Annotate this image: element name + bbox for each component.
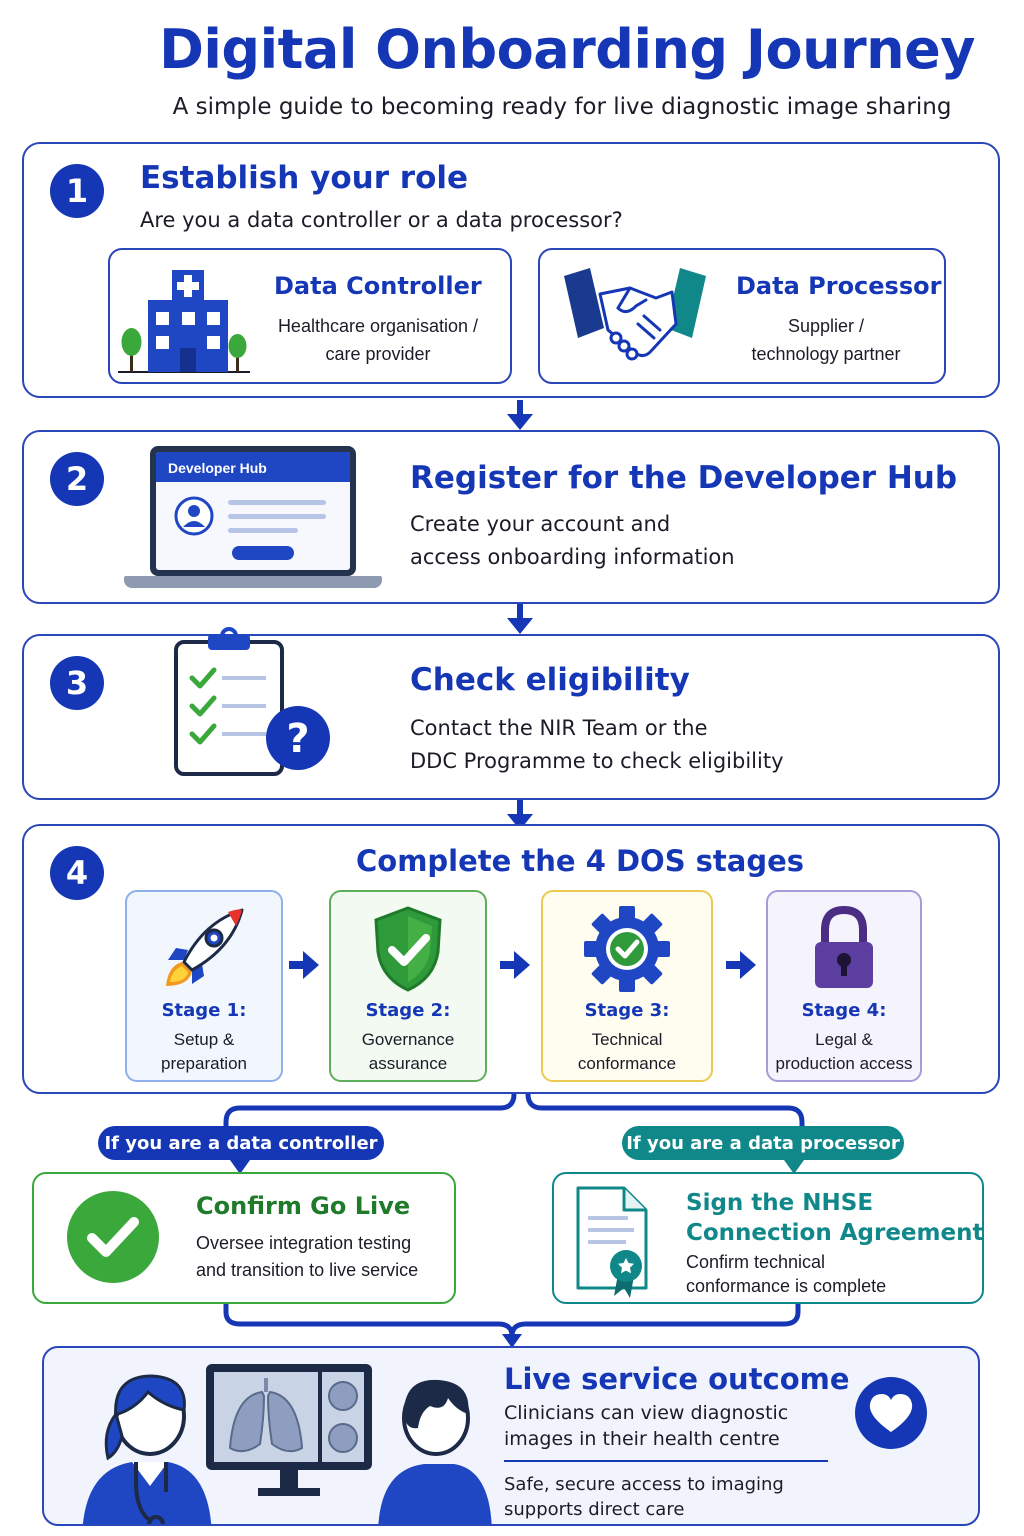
- arrow-right-icon: [500, 951, 530, 979]
- live-outcome-desc: Clinicians can view diagnostic images in…: [504, 1402, 789, 1450]
- stage-1-desc: Setup & preparation: [160, 1030, 247, 1073]
- data-processor-desc: Supplier / technology partner: [751, 316, 901, 364]
- step-4-number: 4: [50, 846, 104, 900]
- step-2-title: Register for the Developer Hub: [410, 460, 958, 496]
- stage-3-title: Stage 3:: [584, 1000, 670, 1021]
- page-title: Digital Onboarding Journey: [159, 18, 975, 81]
- processor-branch-pill: If you are a data processor: [622, 1126, 904, 1160]
- data-processor-title: Data Processor: [736, 272, 942, 300]
- xray-monitor-icon: [206, 1364, 372, 1496]
- handshake-icon: [564, 268, 706, 361]
- stage-3-card: Stage 3: Technical conformance: [541, 890, 713, 1082]
- clipboard-question-icon: ?: [174, 627, 330, 776]
- clinician-icon: [82, 1374, 212, 1524]
- arrow-down-icon: [507, 800, 533, 830]
- step-1-title: Establish your role: [140, 160, 469, 196]
- svg-text:?: ?: [286, 716, 309, 762]
- shield-check-icon: [374, 906, 442, 992]
- live-service-outcome-card: Live service outcome Clinicians can view…: [42, 1346, 980, 1526]
- page-subtitle: A simple guide to becoming ready for liv…: [172, 94, 952, 120]
- certificate-icon: [576, 1186, 648, 1298]
- arrow-down-icon: [784, 1160, 804, 1174]
- data-controller-title: Data Controller: [274, 272, 482, 300]
- sign-agreement-title: Sign the NHSE Connection Agreement: [686, 1190, 984, 1246]
- step-2-number: 2: [50, 452, 104, 506]
- stage-4-desc: Legal & production access: [775, 1030, 913, 1073]
- check-circle-icon: [67, 1191, 159, 1283]
- arrow-down-icon: [507, 400, 533, 430]
- heart-icon: [855, 1377, 927, 1449]
- sign-agreement-card: Sign the NHSE Connection Agreement Confi…: [552, 1172, 984, 1304]
- laptop-icon: Developer Hub: [124, 446, 382, 594]
- arrow-down-icon: [230, 1160, 250, 1174]
- rocket-icon: [166, 908, 244, 986]
- branch-connector: [223, 1094, 805, 1134]
- sign-agreement-desc: Confirm technical conformance is complet…: [686, 1252, 887, 1296]
- step-4-title: Complete the 4 DOS stages: [356, 844, 805, 878]
- data-controller-option[interactable]: Data Controller Healthcare organisation …: [108, 248, 512, 384]
- user-avatar-icon: [174, 496, 214, 536]
- live-outcome-title: Live service outcome: [504, 1362, 850, 1396]
- step-3-title: Check eligibility: [410, 662, 690, 698]
- step-3-card: 3 ? Check eligibility Contact the NIR Te…: [22, 627, 1000, 800]
- arrow-down-icon: [507, 604, 533, 634]
- data-controller-desc: Healthcare organisation / care provider: [277, 316, 479, 364]
- step-1-number: 1: [50, 164, 104, 218]
- step-1-question: Are you a data controller or a data proc…: [140, 208, 623, 232]
- stage-2-card: Stage 2: Governance assurance: [329, 890, 487, 1082]
- step-1-card: 1 Establish your role Are you a data con…: [22, 142, 1000, 398]
- stage-1-card: Stage 1: Setup & preparation: [125, 890, 283, 1082]
- stage-3-desc: Technical conformance: [577, 1030, 677, 1073]
- gear-check-icon: [584, 906, 670, 992]
- confirm-go-live-card: Confirm Go Live Oversee integration test…: [32, 1172, 456, 1304]
- padlock-icon: [815, 905, 873, 988]
- step-2-card: 2 Developer Hub Register for the Develop…: [22, 430, 1000, 604]
- stage-4-title: Stage 4:: [801, 1000, 887, 1021]
- arrow-right-icon: [726, 951, 756, 979]
- stage-4-card: Stage 4: Legal & production access: [766, 890, 922, 1082]
- confirm-go-live-title: Confirm Go Live: [196, 1192, 411, 1220]
- confirm-go-live-desc: Oversee integration testing and transiti…: [196, 1233, 419, 1280]
- step-3-desc: Contact the NIR Team or the DDC Programm…: [410, 716, 784, 773]
- stage-1-title: Stage 1:: [161, 1000, 247, 1021]
- arrow-right-icon: [289, 951, 319, 979]
- stage-2-title: Stage 2:: [365, 1000, 451, 1021]
- data-processor-option[interactable]: Data Processor Supplier / technology par…: [538, 248, 946, 384]
- patient-icon: [378, 1379, 492, 1524]
- stage-2-desc: Governance assurance: [361, 1030, 455, 1073]
- divider: [504, 1460, 828, 1462]
- laptop-screen-label: Developer Hub: [156, 452, 350, 482]
- step-2-desc: Create your account and access onboardin…: [410, 512, 735, 569]
- hospital-icon: [118, 270, 250, 373]
- live-outcome-note: Safe, secure access to imaging supports …: [504, 1474, 784, 1520]
- merge-connector: [223, 1304, 801, 1348]
- step-3-number: 3: [50, 656, 104, 710]
- controller-branch-pill: If you are a data controller: [98, 1126, 384, 1160]
